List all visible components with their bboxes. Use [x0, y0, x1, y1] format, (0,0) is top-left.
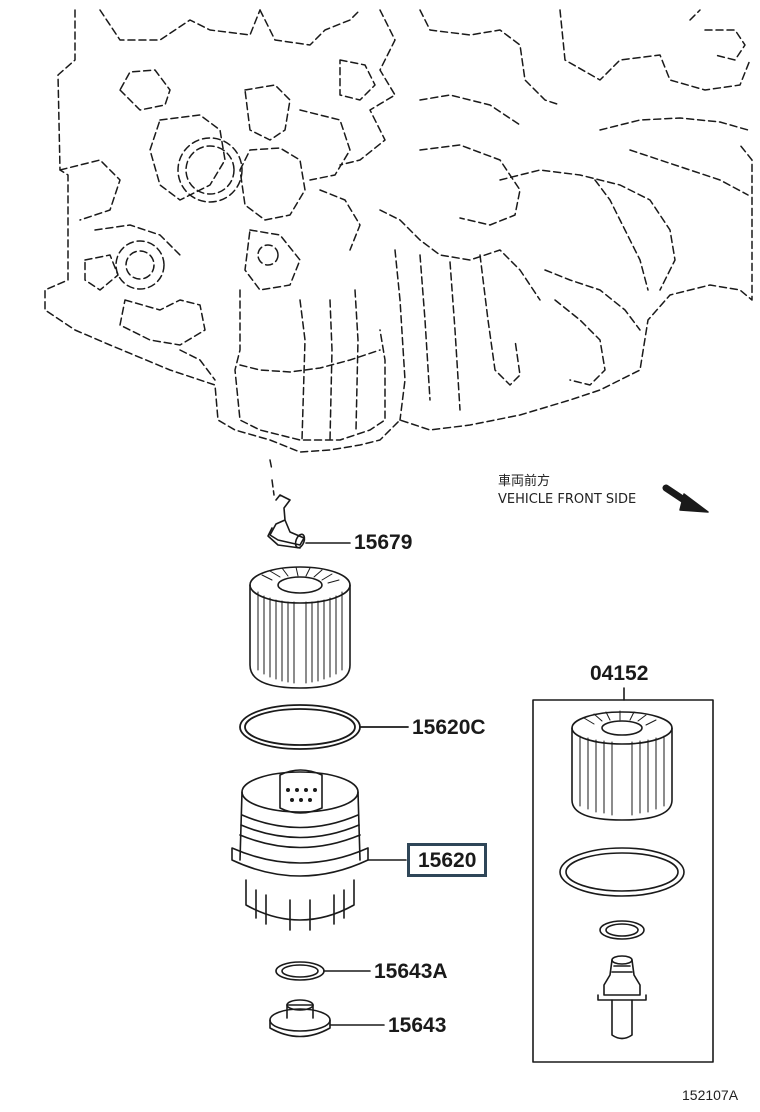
- part-15679-drawing: [267, 494, 351, 549]
- kit-04152-box: [532, 687, 714, 1063]
- part-label-15643[interactable]: 15643: [388, 1014, 447, 1037]
- gasket-15643a-drawing: [275, 961, 371, 981]
- o-ring-15620c-drawing: [239, 704, 409, 750]
- part-label-15643a[interactable]: 15643A: [374, 960, 448, 983]
- part-label-15620-highlighted[interactable]: 15620: [407, 843, 488, 877]
- filter-cap-15620-drawing: [231, 769, 407, 931]
- engine-block: [44, 9, 753, 496]
- part-label-15620c[interactable]: 15620C: [412, 716, 486, 739]
- direction-label-en: VEHICLE FRONT SIDE: [498, 492, 637, 507]
- direction-label-jp: 車両前方: [498, 474, 551, 489]
- oil-filter-element-drawing: [249, 566, 351, 689]
- part-label-04152[interactable]: 04152: [590, 662, 649, 685]
- vehicle-front-arrow: [662, 484, 709, 513]
- drain-plug-15643-drawing: [269, 999, 385, 1038]
- part-label-15679[interactable]: 15679: [354, 531, 413, 554]
- figure-reference: 152107A: [682, 1087, 739, 1103]
